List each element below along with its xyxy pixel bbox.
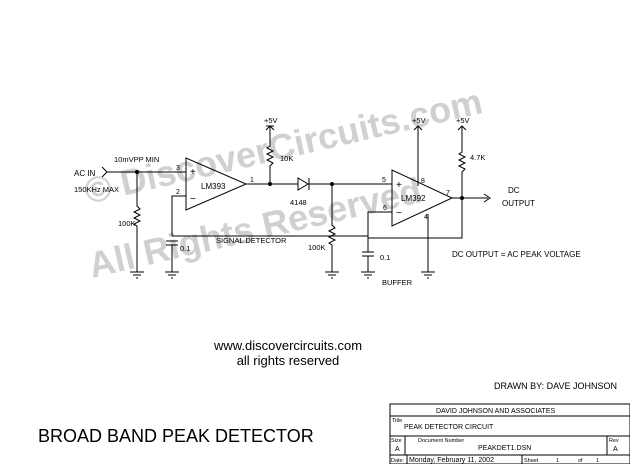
drawn-by: DRAWN BY: DAVE JOHNSON [494, 381, 617, 391]
output-label-output: OUTPUT [502, 199, 535, 208]
opamp1-pin3-label: 3 [176, 165, 180, 172]
c-input-label: 0.1 [180, 244, 190, 253]
pullup-resistor-10k [265, 126, 275, 184]
r-pullup2-label: 4.7K [470, 153, 485, 162]
opamp2-pin6-feedback [367, 211, 392, 236]
ground-icon-5 [421, 271, 435, 279]
ground-icon-3 [325, 271, 339, 279]
opamp2-label: LM392 [401, 194, 426, 203]
supply3-label: +5V [456, 116, 470, 125]
supply2-arrow [413, 125, 423, 131]
c-buffer-label: 0.1 [380, 253, 390, 262]
ground-icon-1 [130, 271, 144, 279]
watermark-line1: © DiscoverCircuits.com [81, 80, 486, 211]
pullup-resistor-4-7k [457, 126, 467, 198]
schematic-labels: AC IN 10mVPP MIN 150KHz MAX 100K 0.1 LM3… [74, 116, 581, 287]
title-block: DAVID JOHNSON AND ASSOCIATES Title PEAK … [389, 403, 630, 465]
supply2-label: +5V [412, 116, 426, 125]
company-name: DAVID JOHNSON AND ASSOCIATES [436, 408, 555, 415]
opamp2-pin4-label: 4 [424, 214, 428, 221]
date-caption: Date: [391, 458, 405, 464]
buffer-cap-0-1 [362, 251, 374, 272]
watermark: © DiscoverCircuits.com All Rights Reserv… [81, 80, 486, 285]
docnum-caption: Document Number [418, 438, 464, 444]
r-input-label: 100K [118, 219, 136, 228]
size-caption: Size [391, 438, 402, 444]
r-hold-label: 100K [308, 243, 326, 252]
opamp2-triangle [391, 169, 454, 227]
opamp2-pin6-label: 6 [383, 205, 387, 212]
of-caption: of [578, 458, 583, 464]
bias-wire [171, 195, 184, 236]
circuit-wiring: + − + − [101, 125, 491, 279]
diode-label: 4148 [290, 198, 307, 207]
rev-caption: Rev [609, 438, 619, 444]
opamp1-minus-sign: − [190, 194, 196, 205]
size-value: A [395, 446, 400, 453]
opamp2-plus-sign: + [396, 180, 402, 191]
input-cap-0-1 [166, 240, 178, 272]
title-caption: Title [392, 418, 402, 424]
opamp1-triangle [185, 157, 248, 211]
ground-icon-4 [361, 271, 375, 279]
equation-note: DC OUTPUT = AC PEAK VOLTAGE [452, 250, 581, 259]
rev-value: A [613, 446, 618, 453]
opamp1-plus-sign: + [190, 167, 196, 178]
diode-4148 [297, 177, 309, 191]
date-value: Monday, February 11, 2002 [409, 457, 494, 464]
opamp1-pin2-label: 2 [176, 189, 180, 196]
docnum-value: PEAKDET1.DSN [478, 445, 531, 452]
of-value: 1 [596, 458, 599, 464]
website-rights: all rights reserved [237, 353, 340, 368]
input-resistor-100k [132, 172, 142, 272]
supply1-label: +5V [264, 116, 278, 125]
buffer-feedback-wire [368, 198, 463, 239]
opamp1-label: LM393 [201, 182, 226, 191]
ground-icon-2 [165, 271, 179, 279]
opamp2-minus-sign: − [396, 208, 402, 219]
sheet-value: 1 [556, 458, 559, 464]
output-label-dc: DC [508, 186, 520, 195]
supply1-arrow [265, 125, 275, 131]
opamp1-pin1-label: 1 [250, 177, 254, 184]
opamp2-pin8-label: 8 [421, 178, 425, 185]
opamp2-pin7-label: 7 [446, 190, 450, 197]
hold-resistor-100k [327, 184, 337, 272]
buffer-label: BUFFER [382, 278, 413, 287]
main-title: BROAD BAND PEAK DETECTOR [38, 426, 314, 446]
drawing-title: PEAK DETECTOR CIRCUIT [404, 424, 494, 431]
input-freq-label: 150KHz MAX [74, 185, 119, 194]
website-url: www.discovercircuits.com [213, 338, 362, 353]
r-pullup1-label: 10K [280, 154, 293, 163]
supply3-arrow [457, 125, 467, 131]
output-arrow-icon [483, 193, 491, 203]
sheet-caption: Sheet [524, 458, 539, 464]
ac-in-label: AC IN [74, 169, 96, 178]
signal-detector-label: SIGNAL DETECTOR [216, 236, 287, 245]
input-level-label: 10mVPP MIN [114, 155, 159, 164]
opamp2-pin5-label: 5 [382, 177, 386, 184]
